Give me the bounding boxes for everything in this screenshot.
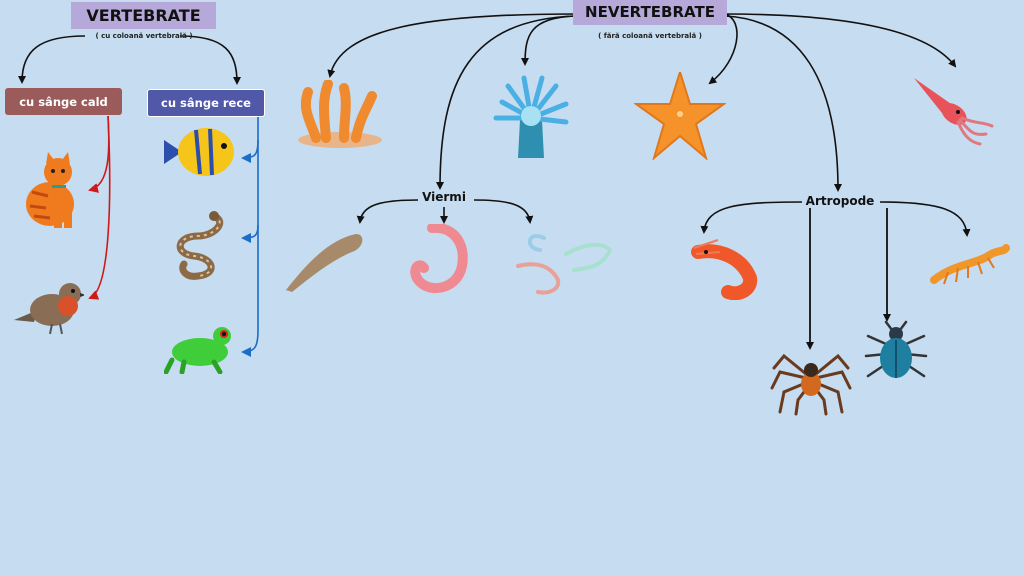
flatworm-icon [286, 234, 363, 292]
artropode-label: Artropode [805, 194, 875, 208]
vertebrate-subtitle: ( cu coloană vertebrală ) [95, 32, 193, 40]
centipede-icon [930, 244, 1010, 285]
sea-anemone-icon [493, 75, 569, 158]
beetle-icon [864, 320, 928, 378]
cold-line [241, 116, 259, 357]
warm-blooded-label: cu sânge cald [5, 88, 122, 115]
robin-icon [14, 283, 84, 334]
starfish-icon [634, 72, 726, 160]
frog-icon [164, 327, 231, 374]
snake-icon [176, 211, 224, 280]
nevertebrate-title: NEVERTEBRATE [573, 0, 727, 25]
coral-icon [298, 80, 382, 148]
nevertebrate-subtitle: ( fără coloană vertebrală ) [598, 32, 702, 40]
fish-icon [164, 128, 234, 176]
arrow-to-cold [179, 35, 241, 85]
roundworm-icon [516, 234, 613, 295]
arrow-to-warm [18, 35, 86, 84]
cold-blooded-label: cu sânge rece [147, 89, 265, 117]
cat-icon [26, 152, 74, 228]
squid-icon [914, 78, 994, 146]
earthworm-icon [410, 224, 468, 294]
warm-line [88, 115, 110, 193]
shrimp-icon [691, 239, 758, 300]
vertebrate-title: VERTEBRATE [71, 2, 216, 29]
spider-icon [770, 353, 852, 416]
viermi-label: Viermi [422, 190, 466, 204]
